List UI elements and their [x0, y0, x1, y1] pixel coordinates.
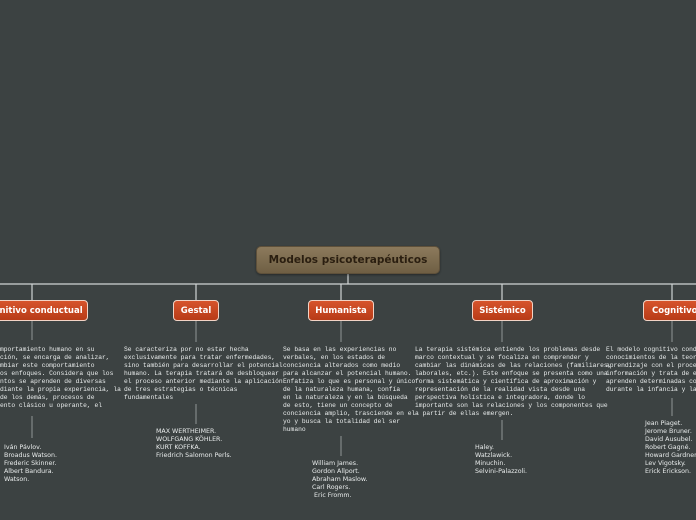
- root-topic-label: Modelos psicoterapéuticos: [268, 254, 428, 266]
- topic-gestal[interactable]: Gestal: [173, 300, 219, 321]
- author-item: William James.: [312, 460, 359, 467]
- author-item: Watson.: [4, 476, 30, 483]
- root-topic[interactable]: Modelos psicoterapéuticos: [256, 246, 440, 274]
- author-item: Jerome Bruner.: [645, 428, 692, 435]
- author-item: Friedrich Salomon Perls.: [156, 452, 232, 459]
- author-item: Watzlawick.: [475, 452, 513, 459]
- author-item: Erick Erickson.: [645, 468, 691, 475]
- author-item: Abraham Maslow.: [312, 476, 368, 483]
- topic-humanista-label: Humanista: [315, 305, 367, 316]
- author-item: Jean Piaget.: [645, 420, 683, 427]
- author-item: Lev Vigotsky.: [645, 460, 686, 467]
- authors-cognitivo-conductual: Iván Pávlov. Broadus Watson. Frederic Sk…: [4, 444, 57, 484]
- topic-cognitivo-conductual-label: gnitivo conductual: [0, 305, 83, 316]
- topic-humanista[interactable]: Humanista: [308, 300, 374, 321]
- authors-gestal: MAX WERTHEIMER. WOLFGANG KÖHLER. KURT KO…: [156, 428, 232, 460]
- description-humanista: Se basa en las experiencias no verbales,…: [283, 346, 416, 433]
- author-item: KURT KOFFKA.: [156, 444, 201, 451]
- author-item: Iván Pávlov.: [4, 444, 42, 451]
- author-item: Howard Gardner.: [645, 452, 696, 459]
- topic-cognitivo[interactable]: Cognitivo: [643, 300, 696, 321]
- authors-cognitivo: Jean Piaget. Jerome Bruner. David Ausube…: [645, 420, 696, 476]
- author-item: Minuchin.: [475, 460, 506, 467]
- author-item: Selvini-Palazzoli.: [475, 468, 528, 475]
- topic-gestal-label: Gestal: [180, 305, 212, 316]
- authors-humanista: William James. Gordon Allport. Abraham M…: [312, 460, 368, 500]
- author-item: Carl Rogers.: [312, 484, 351, 491]
- author-item: Eric Fromm.: [312, 492, 352, 499]
- author-item: Albert Bandura.: [4, 468, 54, 475]
- authors-sistemico: Haley. Watzlawick. Minuchin. Selvini-Pal…: [475, 444, 527, 476]
- description-cognitivo: El modelo cognitivo conducti conocimient…: [606, 346, 696, 393]
- author-item: Frederic Skinner.: [4, 460, 57, 467]
- author-item: Haley.: [475, 444, 495, 451]
- author-item: MAX WERTHEIMER.: [156, 428, 217, 435]
- author-item: WOLFGANG KÖHLER.: [156, 436, 223, 443]
- topic-cognitivo-label: Cognitivo: [652, 305, 696, 316]
- description-cognitivo-conductual: mportamiento humano en su ción, se encar…: [0, 346, 121, 409]
- topic-sistemico-label: Sistémico: [479, 305, 526, 316]
- author-item: David Ausubel.: [645, 436, 693, 443]
- author-item: Gordon Allport.: [312, 468, 360, 475]
- author-item: Broadus Watson.: [4, 452, 58, 459]
- description-gestal: Se caracteriza por no estar hecha exclus…: [124, 346, 283, 401]
- author-item: Robert Gagné.: [645, 444, 691, 451]
- description-sistemico: La terapia sistémica entiende los proble…: [415, 346, 612, 417]
- topic-cognitivo-conductual[interactable]: gnitivo conductual: [0, 300, 88, 321]
- topic-sistemico[interactable]: Sistémico: [472, 300, 533, 321]
